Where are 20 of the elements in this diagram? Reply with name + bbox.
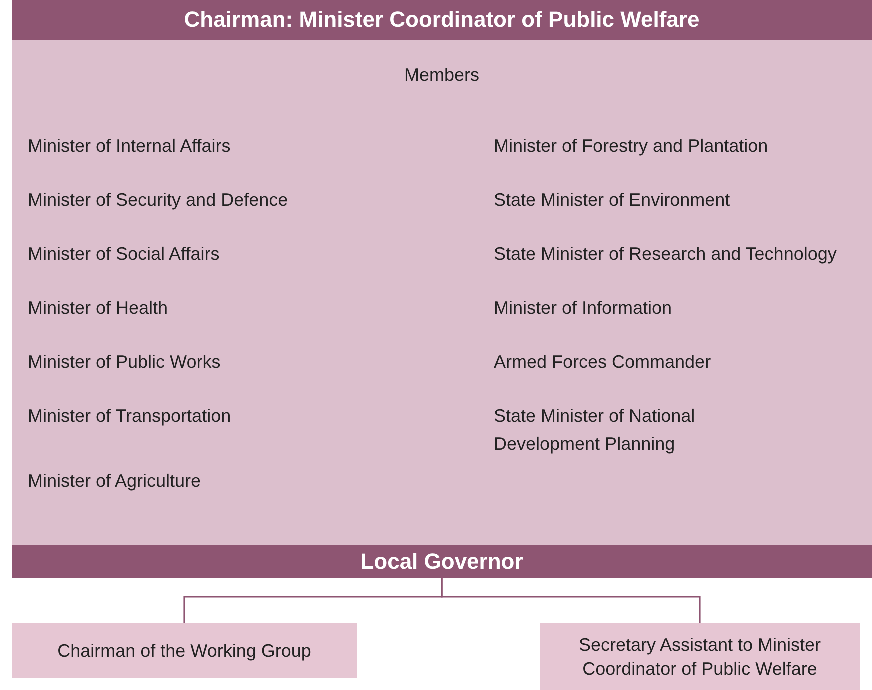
header-band: Chairman: Minister Coordinator of Public Welfare xyxy=(12,0,872,40)
member-item: Minister of Internal Affairs xyxy=(28,135,231,158)
member-item: Minister of Public Works xyxy=(28,351,221,374)
members-panel xyxy=(12,40,872,545)
member-item: Minister of Social Affairs xyxy=(28,243,220,266)
role-box: Secretary Assistant to Minister Coordinator of Public Welfare xyxy=(540,623,860,690)
member-item: Minister of Information xyxy=(494,297,672,320)
member-item: State Minister of National Development Planning xyxy=(494,405,696,456)
member-item: State Minister of Environment xyxy=(494,189,730,212)
member-item: State Minister of Research and Technology xyxy=(494,243,837,266)
panel-heading: Members xyxy=(403,65,480,86)
member-item: Minister of Transportation xyxy=(28,405,232,428)
member-item: Minister of Health xyxy=(28,297,168,320)
member-item: Minister of Agriculture xyxy=(28,470,202,493)
governor-band: Local Governor xyxy=(12,545,872,578)
role-box: Chairman of the Working Group xyxy=(12,623,357,678)
connector-line xyxy=(441,578,701,623)
member-item: Armed Forces Commander xyxy=(494,351,712,374)
member-item: Minister of Security and Defence xyxy=(28,189,288,212)
member-item: Minister of Forestry and Plantation xyxy=(494,135,768,158)
